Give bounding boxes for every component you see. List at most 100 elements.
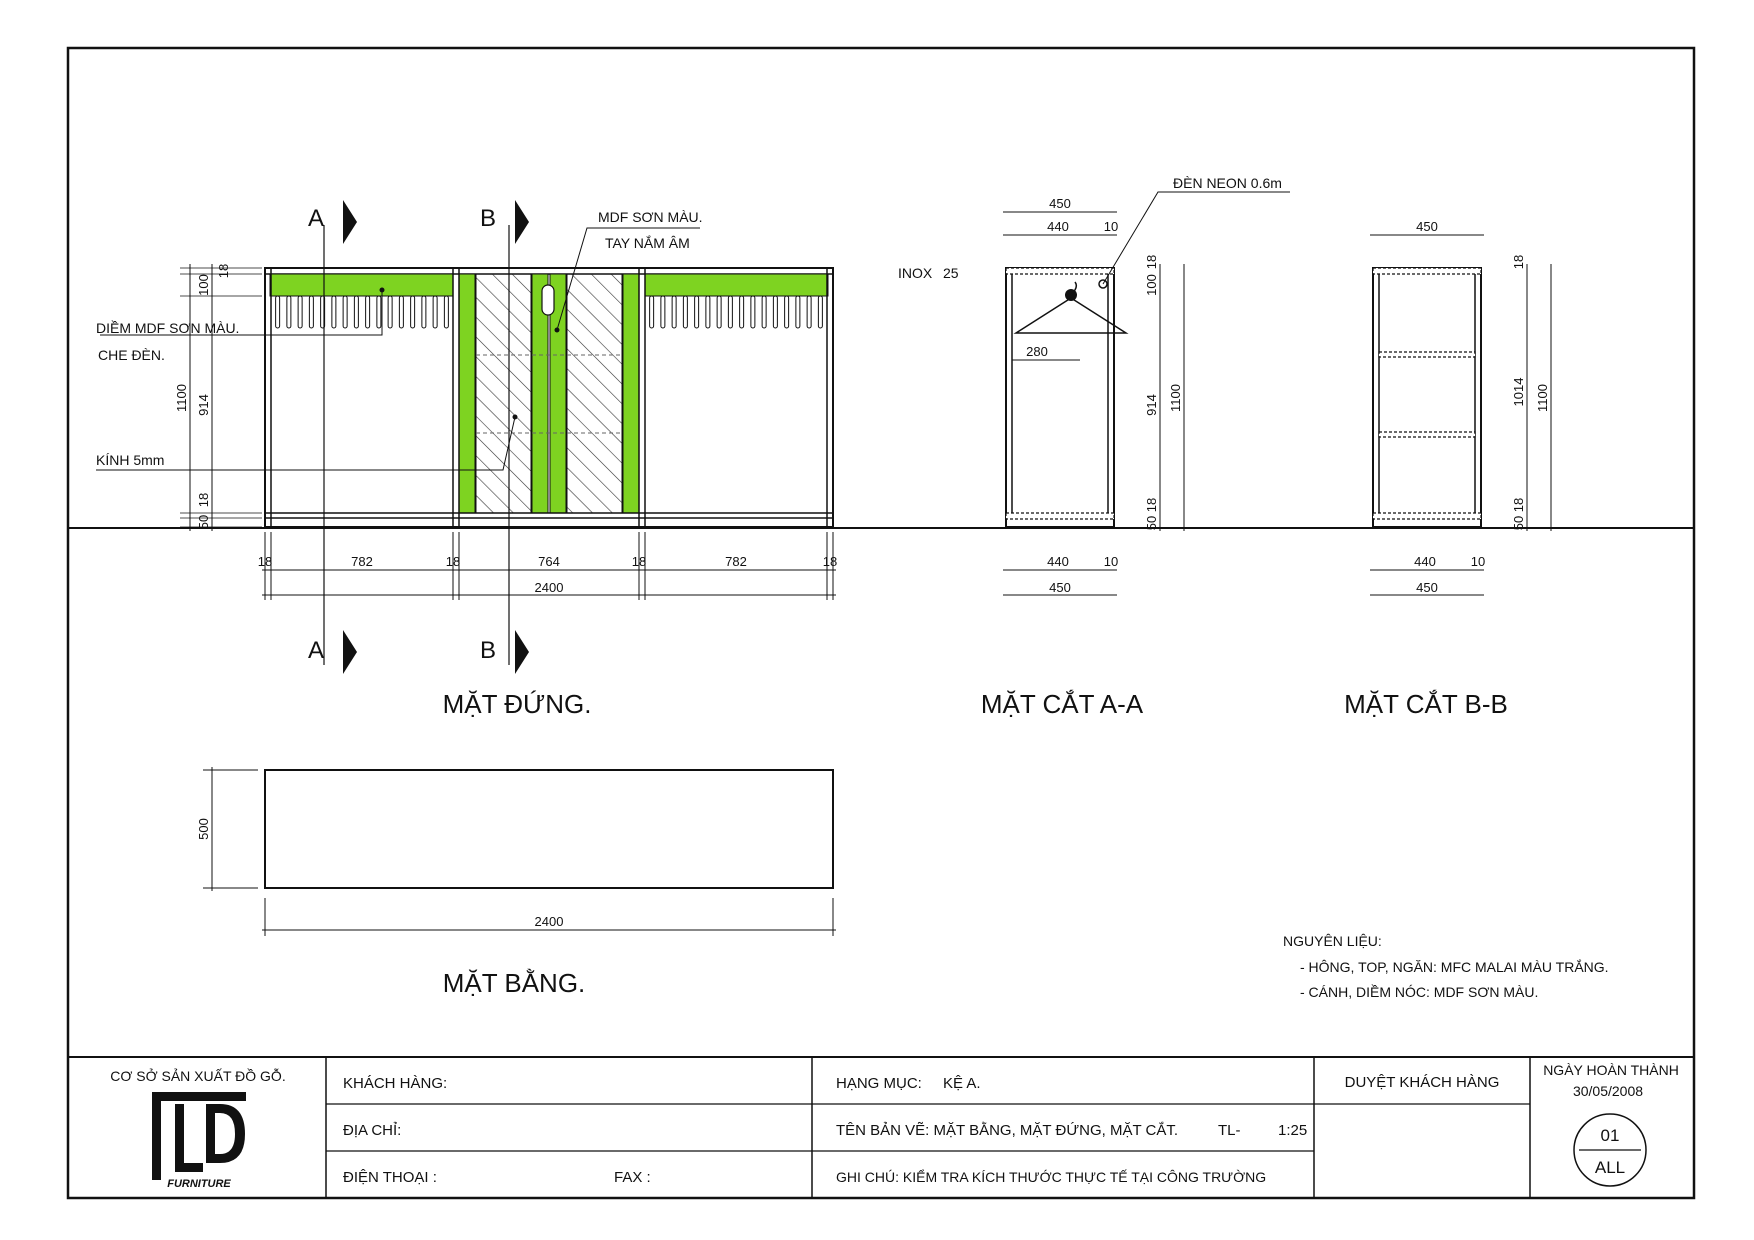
plan-outline (264, 769, 834, 889)
section-a-title: MẶT CẮT A-A (981, 689, 1144, 719)
cut-arrow-b-top (515, 200, 529, 244)
light-slat (387, 295, 393, 329)
fax-label: FAX : (614, 1169, 651, 1186)
section-b-bottom-board (1372, 512, 1482, 520)
date-label: NGÀY HOÀN THÀNH (1543, 1062, 1679, 1078)
sheet-number-circle (1573, 1113, 1647, 1187)
light-slat (716, 295, 722, 329)
light-slat (739, 295, 745, 329)
front-dim-1100: 1100 (174, 384, 189, 412)
title-block: CƠ SỞ SẢN XUẤT ĐỒ GỖ. FURNITURE KHÁCH HÀ… (68, 1056, 1694, 1198)
section-b-dim-18-top: 18 (1511, 255, 1526, 269)
front-view-title: MẶT ĐỨNG. (443, 689, 592, 719)
green-post-4 (622, 273, 640, 514)
section-b-top-board (1372, 267, 1482, 275)
item-label: HẠNG MỤC: (836, 1075, 922, 1092)
cut-label-b-bottom: B (480, 637, 496, 664)
cut-arrow-b-bottom (515, 630, 529, 674)
light-slat (694, 295, 700, 329)
light-slat (376, 295, 382, 329)
leader-neon (1102, 191, 1290, 285)
logo-word: FURNITURE (167, 1178, 231, 1190)
leader-trim (100, 290, 383, 336)
front-left-dimension-ticks (180, 267, 262, 528)
green-post-1 (458, 273, 476, 514)
front-dim-18-bottom: 18 (196, 493, 211, 507)
section-a-dim-280: 280 (1026, 344, 1048, 359)
item-value: KỆ A. (943, 1075, 981, 1092)
section-a-dim-10-bottom: 10 (1104, 554, 1118, 569)
section-b-outline (1372, 267, 1482, 528)
light-slat (365, 295, 371, 329)
scale-value: 1:25 (1278, 1122, 1307, 1139)
cut-arrow-a-top (343, 200, 357, 244)
section-a-top-board (1005, 267, 1115, 275)
light-slat (784, 295, 790, 329)
section-b-dim-1014: 1014 (1511, 378, 1526, 407)
front-dim-bottom-label: 782 (351, 554, 373, 569)
section-a-bottom-board (1005, 512, 1115, 520)
light-slat (275, 295, 281, 329)
section-b-title: MẶT CẮT B-B (1344, 689, 1508, 719)
note-trim-mdf: DIỀM MDF SƠN MÀU. (96, 320, 239, 336)
sheet-set: ALL (1595, 1158, 1625, 1177)
customer-label: KHÁCH HÀNG: (343, 1075, 447, 1092)
front-dim-total: 2400 (535, 580, 564, 595)
section-a-a: 280 INOX 25 ĐÈN NEON 0.6m 450 440 10 440… (898, 175, 1290, 719)
leader-mdf (556, 227, 700, 331)
remark: GHI CHÚ: KIỂM TRA KÍCH THƯỚC THỰC TẾ TẠI… (836, 1168, 1266, 1185)
green-trim-right (644, 273, 829, 297)
front-dim-50: 50 (196, 515, 211, 529)
sheet-number: 01 (1601, 1126, 1620, 1145)
leader-glass-dot (512, 414, 518, 420)
section-a-dim-450-bottom: 450 (1049, 580, 1071, 595)
light-slat (342, 295, 348, 329)
light-slat (727, 295, 733, 329)
light-slat (331, 295, 337, 329)
front-dim-bottom-label: 18 (632, 554, 646, 569)
section-a-dim-450-top: 450 (1049, 196, 1071, 211)
front-dim-100: 100 (196, 274, 211, 296)
front-dim-914: 914 (196, 394, 211, 416)
front-dim-bottom-label: 18 (446, 554, 460, 569)
section-a-dim-1100: 1100 (1168, 384, 1183, 412)
note-light-cover: CHE ĐÈN. (98, 347, 165, 363)
sheet-border (66, 46, 1696, 1200)
light-slats-right (649, 295, 823, 329)
front-dim-bottom-label: 782 (725, 554, 747, 569)
section-a-dim-18-top: 18 (1144, 255, 1159, 269)
section-b-dim-50: 50 (1511, 516, 1526, 530)
light-slat (410, 295, 416, 329)
section-b-dim-440: 440 (1414, 554, 1436, 569)
section-a-dim-50: 50 (1144, 516, 1159, 530)
light-slat (806, 295, 812, 329)
light-slat (795, 295, 801, 329)
light-slat (297, 295, 303, 329)
company-name: CƠ SỞ SẢN XUẤT ĐỒ GỖ. (110, 1067, 285, 1084)
plan-dim-2400: 2400 (535, 914, 564, 929)
section-a-dim-440-bottom: 440 (1047, 554, 1069, 569)
section-b-dim-450-bottom: 450 (1416, 580, 1438, 595)
hanger-icon (1013, 281, 1129, 334)
light-slat (817, 295, 823, 329)
scale-label: TL- (1218, 1122, 1241, 1139)
light-slat (772, 295, 778, 329)
leader-trim-dot (379, 287, 385, 293)
address-label: ĐỊA CHỈ: (343, 1122, 401, 1139)
cabinet-outline (264, 267, 834, 528)
leader-mdf-dot (554, 327, 560, 333)
note-inox: INOX (898, 265, 933, 281)
cut-arrow-a-bottom (343, 630, 357, 674)
front-dim-bottom-label: 764 (538, 554, 560, 569)
section-b-shelf-1 (1378, 351, 1476, 358)
green-trim-left (269, 273, 454, 297)
front-dim-bottom-label: 18 (258, 554, 272, 569)
light-slats-left (275, 295, 449, 329)
plan-dim-500: 500 (196, 818, 211, 840)
section-a-dim-18-bottom: 18 (1144, 498, 1159, 512)
light-slat (682, 295, 688, 329)
light-slat (443, 295, 449, 329)
glass-door-right (566, 273, 623, 514)
